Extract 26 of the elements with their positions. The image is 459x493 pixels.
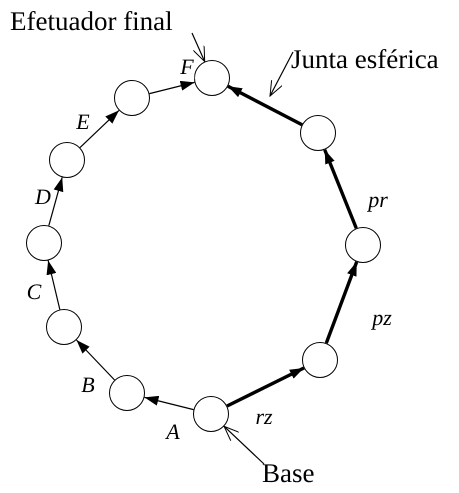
joint-circle (345, 227, 381, 263)
joint-circle (193, 396, 229, 432)
joint-circle (46, 309, 82, 345)
joint-circle (109, 375, 145, 411)
arrow (323, 149, 358, 229)
arrow (80, 110, 120, 148)
arrow (324, 261, 358, 344)
leader-line (224, 426, 264, 464)
arrow (227, 84, 303, 126)
arrow (48, 177, 64, 226)
joint-circle (49, 142, 85, 178)
arrow (76, 340, 115, 380)
joint-circle (194, 60, 230, 96)
joint-circle (114, 80, 150, 116)
joint-circle (302, 342, 338, 378)
arrow (149, 80, 195, 94)
joint-circle (26, 225, 62, 261)
joint-circle (300, 115, 336, 151)
callout-label: Junta esférica (291, 44, 439, 74)
callout-label: Efetuador final (10, 6, 173, 36)
arrow (46, 260, 60, 310)
arrow (226, 366, 305, 408)
arrow (144, 396, 194, 410)
leader-line (269, 52, 294, 96)
leader-line (191, 32, 206, 62)
callout-label: Base (262, 458, 314, 488)
